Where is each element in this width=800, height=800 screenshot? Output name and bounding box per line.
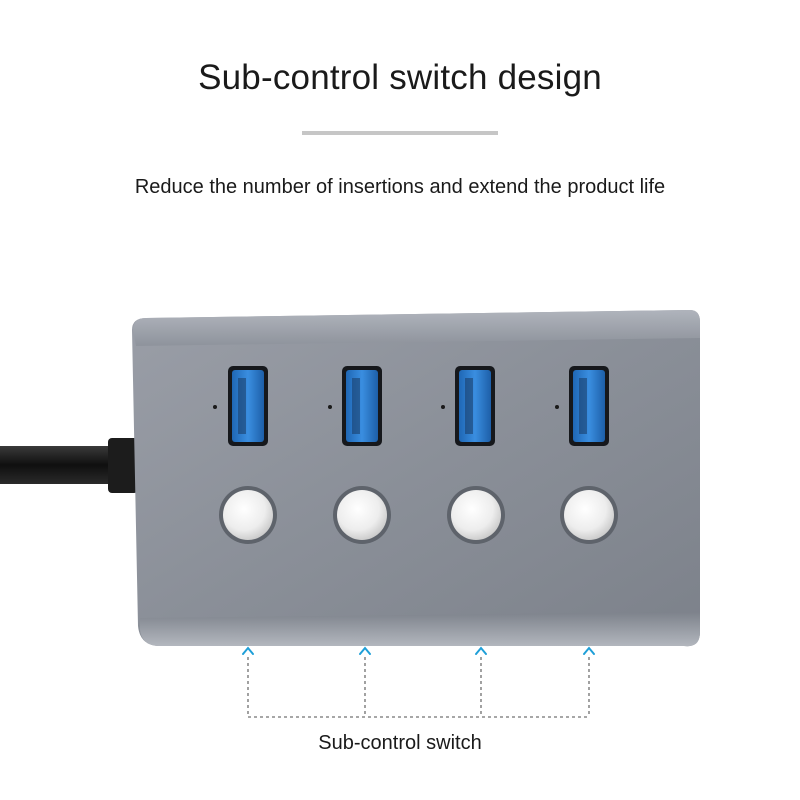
usb-port-3 bbox=[441, 366, 495, 446]
usb-port-1 bbox=[213, 366, 268, 446]
annotation-label: Sub-control switch bbox=[318, 732, 482, 754]
page-title: Sub-control switch design bbox=[198, 58, 602, 97]
arrow-up-icon bbox=[242, 646, 254, 655]
usb-cable bbox=[0, 438, 138, 493]
product-illustration bbox=[0, 310, 700, 718]
usb-port-4 bbox=[555, 366, 609, 446]
switch-button-1[interactable] bbox=[219, 486, 277, 544]
arrow-up-icon bbox=[475, 646, 487, 655]
switch-annotation-bracket bbox=[242, 646, 595, 718]
switch-button-3[interactable] bbox=[447, 486, 505, 544]
arrow-up-icon bbox=[359, 646, 371, 655]
usb-hub-body bbox=[132, 310, 700, 647]
usb-port-2 bbox=[328, 366, 382, 446]
arrow-up-icon bbox=[583, 646, 595, 655]
switch-button-2[interactable] bbox=[333, 486, 391, 544]
page-subtitle: Reduce the number of insertions and exte… bbox=[134, 176, 666, 198]
switch-button-4[interactable] bbox=[560, 486, 618, 544]
title-divider bbox=[302, 131, 498, 135]
